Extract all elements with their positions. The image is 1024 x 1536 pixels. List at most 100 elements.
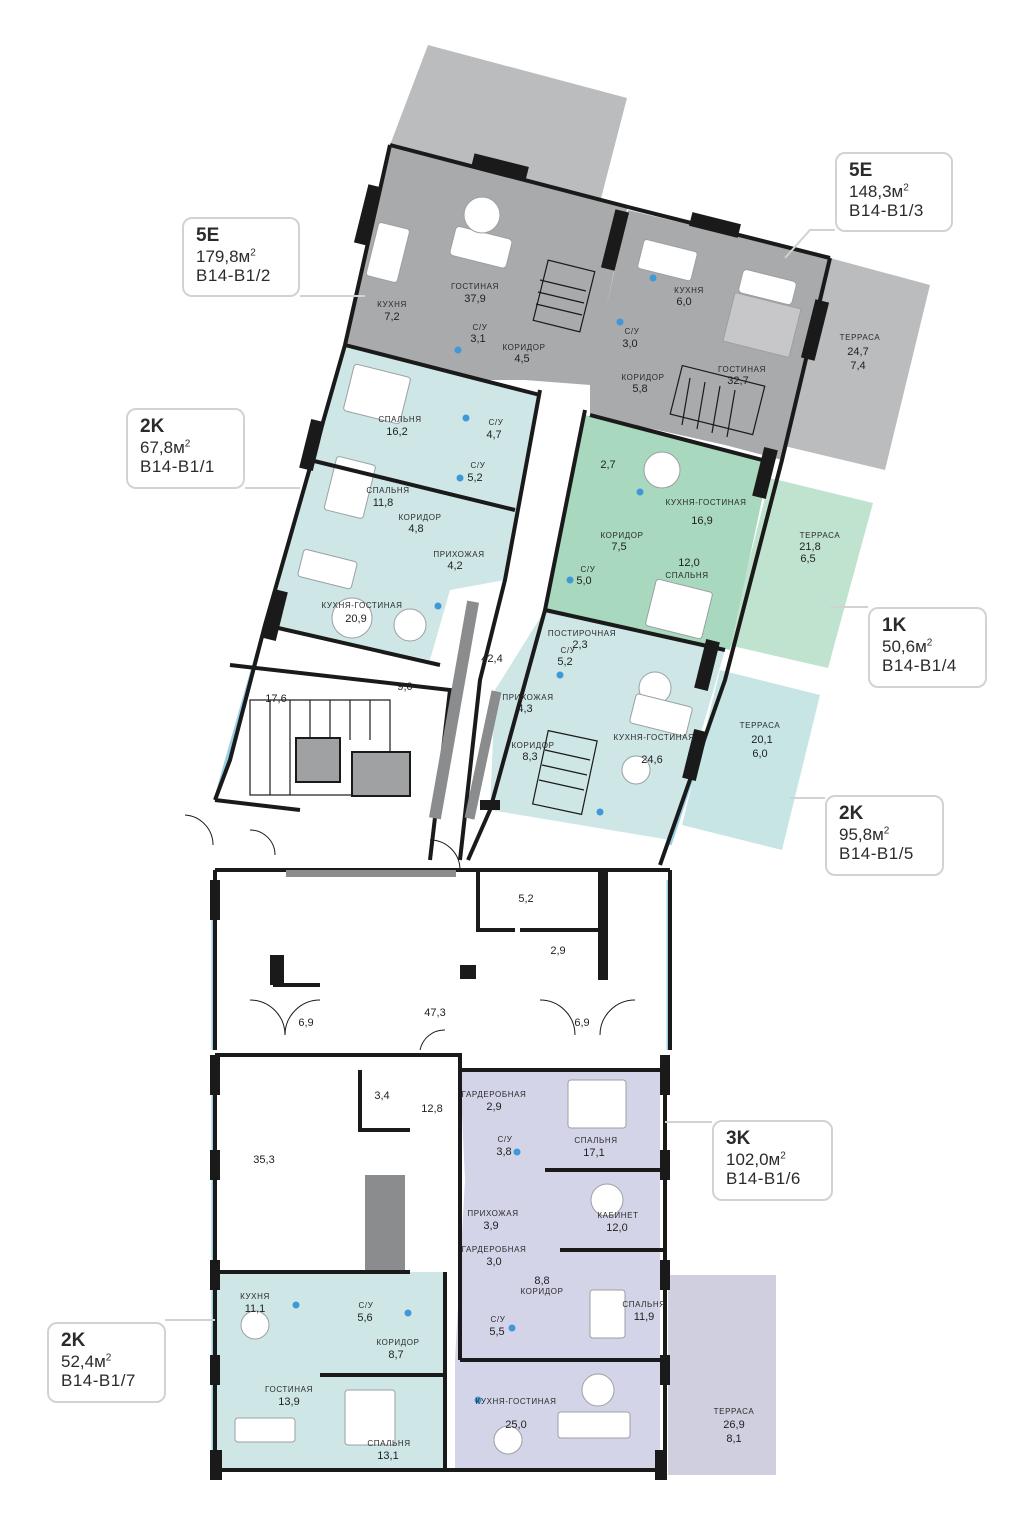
room-label: 17,6 xyxy=(265,693,286,705)
terrace-teal xyxy=(682,670,820,850)
room-label: 12,8 xyxy=(421,1103,442,1115)
svg-text:11,8: 11,8 xyxy=(373,497,394,509)
room-label: 5,2 xyxy=(518,893,533,905)
svg-text:С/У: С/У xyxy=(359,1301,374,1310)
svg-text:32,7: 32,7 xyxy=(727,375,748,387)
svg-text:ПРИХОЖАЯ: ПРИХОЖАЯ xyxy=(467,1209,518,1218)
svg-text:СПАЛЬНЯ: СПАЛЬНЯ xyxy=(622,1300,665,1309)
svg-text:ТЕРРАСА: ТЕРРАСА xyxy=(840,333,881,342)
svg-text:3,0: 3,0 xyxy=(486,1256,501,1268)
svg-text:2,9: 2,9 xyxy=(486,1101,501,1113)
apartment-callout[interactable]: 1K 50,6м2 B14-B1/4 xyxy=(868,607,987,688)
svg-text:47,3: 47,3 xyxy=(424,1007,445,1019)
room-label: С/У3,1 xyxy=(470,323,487,345)
wall-blocks xyxy=(210,153,830,1480)
svg-text:17,6: 17,6 xyxy=(265,693,286,705)
apartment-callout[interactable]: 2K 67,8м2 B14-B1/1 xyxy=(126,408,245,489)
water-drop-icon xyxy=(404,1309,412,1317)
water-drop-icon xyxy=(649,274,657,282)
svg-text:12,0: 12,0 xyxy=(678,557,699,569)
svg-text:С/У: С/У xyxy=(473,323,488,332)
svg-text:5,6: 5,6 xyxy=(357,1312,372,1324)
room-label: С/У5,5 xyxy=(489,1315,505,1338)
room-label: С/У5,2 xyxy=(557,646,575,668)
room-label: С/У 5,6 xyxy=(357,1301,373,1324)
svg-text:4,2: 4,2 xyxy=(447,560,462,572)
apartment-code: B14-B1/1 xyxy=(140,457,215,477)
svg-text:24,7: 24,7 xyxy=(847,346,868,358)
room-label: С/У3,0 xyxy=(622,327,639,350)
svg-text:С/У: С/У xyxy=(471,461,486,470)
svg-text:С/У: С/У xyxy=(561,646,576,655)
apartment-type: 2K xyxy=(839,803,864,824)
apartment-callout[interactable]: 2K 52,4м2 B14-B1/7 xyxy=(47,1322,166,1403)
svg-text:КУХНЯ: КУХНЯ xyxy=(240,1292,270,1301)
apartment-code: B14-B1/4 xyxy=(882,656,957,676)
apartment-code: B14-B1/7 xyxy=(61,1371,136,1391)
svg-text:25,0: 25,0 xyxy=(505,1419,526,1431)
apartment-type: 5E xyxy=(196,225,220,246)
svg-text:6,9: 6,9 xyxy=(574,1017,589,1029)
svg-text:12,8: 12,8 xyxy=(421,1103,442,1115)
svg-text:6,9: 6,9 xyxy=(298,1017,313,1029)
room-label: 2,7 xyxy=(600,459,615,471)
apartment-type: 5E xyxy=(849,160,873,181)
elevator-icon xyxy=(351,751,411,797)
svg-text:5,2: 5,2 xyxy=(518,893,533,905)
apartment-callout[interactable]: 3K 102,0м2 B14-B1/6 xyxy=(712,1120,833,1201)
room-label: 6,9 xyxy=(298,1017,313,1029)
water-drop-icon xyxy=(456,474,464,482)
water-drop-icon xyxy=(434,602,442,610)
svg-text:ТЕРРАСА: ТЕРРАСА xyxy=(714,1407,755,1416)
room-label: С/У5,2 xyxy=(467,461,485,484)
apt-1k-b14-b1-4 xyxy=(545,415,770,650)
svg-text:3,9: 3,9 xyxy=(483,1220,498,1232)
room-label: 47,3 xyxy=(424,1007,445,1019)
apt-3k-b14-b1-6 xyxy=(455,1070,660,1470)
furniture xyxy=(234,196,802,1455)
terrace-gray-top xyxy=(390,45,627,210)
svg-text:КАБИНЕТ: КАБИНЕТ xyxy=(597,1211,638,1220)
svg-text:7,4: 7,4 xyxy=(850,360,865,372)
room-label: С/У3,8 xyxy=(496,1135,512,1158)
svg-text:5,2: 5,2 xyxy=(557,656,572,668)
apartment-callout[interactable]: 5E 148,3м2 B14-B1/3 xyxy=(835,152,953,232)
water-drop-icon xyxy=(566,576,574,584)
apartment-callout[interactable]: 2K 95,8м2 B14-B1/5 xyxy=(825,795,944,876)
svg-text:4,8: 4,8 xyxy=(408,523,423,535)
svg-text:ГОСТИНАЯ: ГОСТИНАЯ xyxy=(718,365,766,374)
svg-text:13,9: 13,9 xyxy=(278,1396,299,1408)
apartment-type: 1K xyxy=(882,615,907,636)
terraces xyxy=(390,45,930,1475)
svg-text:СПАЛЬНЯ: СПАЛЬНЯ xyxy=(378,415,421,424)
svg-text:СПАЛЬНЯ: СПАЛЬНЯ xyxy=(367,1439,410,1448)
svg-text:КУХНЯ-ГОСТИНАЯ: КУХНЯ-ГОСТИНАЯ xyxy=(614,733,695,742)
svg-text:КУХНЯ: КУХНЯ xyxy=(674,286,704,295)
svg-text:11,9: 11,9 xyxy=(634,1311,655,1323)
door-swings xyxy=(184,814,636,1051)
svg-text:5,5: 5,5 xyxy=(489,1326,504,1338)
svg-text:С/У: С/У xyxy=(498,1135,513,1144)
elevators xyxy=(295,737,411,797)
svg-text:6,5: 6,5 xyxy=(800,553,815,565)
svg-text:2,3: 2,3 xyxy=(572,639,587,651)
apartment-area: 95,8м2 xyxy=(839,824,890,844)
svg-text:13,1: 13,1 xyxy=(377,1450,398,1462)
apartment-area: 102,0м2 xyxy=(726,1149,786,1169)
apartment-callout[interactable]: 5E 179,8м2 B14-B1/2 xyxy=(182,217,300,297)
